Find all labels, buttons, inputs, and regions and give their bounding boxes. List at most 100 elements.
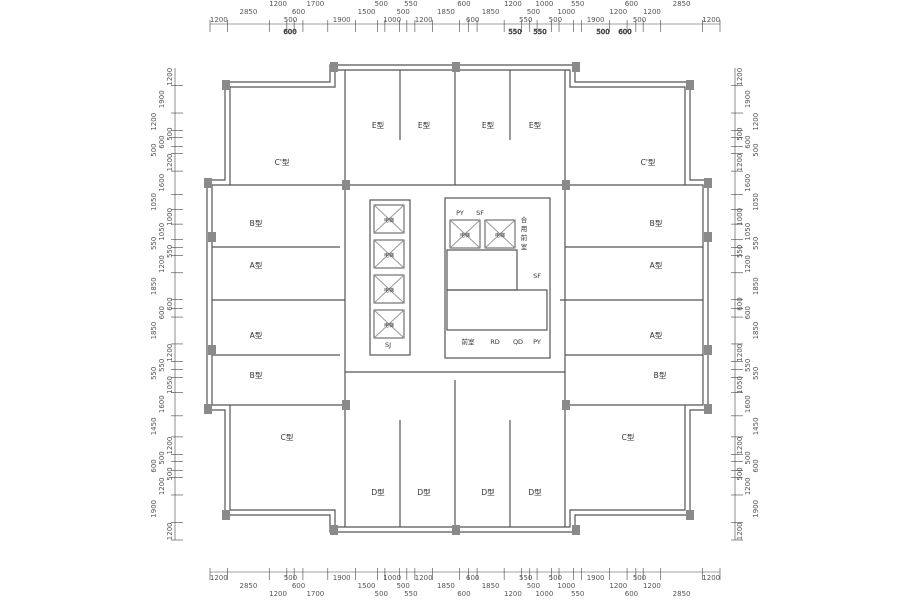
dimension-label: 500 xyxy=(375,0,388,8)
core-right xyxy=(444,197,551,359)
unit-label: A型 xyxy=(650,261,663,270)
dimension-label: 1900 xyxy=(333,16,351,24)
dimension-label: 1900 xyxy=(150,500,158,518)
dimension-label: 1450 xyxy=(752,417,760,435)
dimension-sub-label: 600 xyxy=(618,28,631,36)
unit-label: B型 xyxy=(654,371,667,380)
core-label: SF xyxy=(476,209,484,217)
unit-label: A型 xyxy=(250,261,263,270)
dimension-label: 500 xyxy=(549,574,562,582)
dimension-label: 1850 xyxy=(752,277,760,295)
dimension-label: 500 xyxy=(166,127,174,140)
dimension-label: 1850 xyxy=(482,582,500,590)
dimension-label: 1600 xyxy=(744,395,752,413)
dimension-label: 2850 xyxy=(240,8,258,16)
dimension-label: 500 xyxy=(633,16,646,24)
unit-label: D型 xyxy=(528,488,542,497)
elevator-cross xyxy=(373,204,405,234)
elevator-cross xyxy=(449,219,481,249)
dimension-label: 1600 xyxy=(158,395,166,413)
dimension-label: 600 xyxy=(752,459,760,472)
outer-wall xyxy=(206,64,709,533)
dimension-label: 600 xyxy=(158,135,166,148)
dimension-label: 1050 xyxy=(158,223,166,241)
dimension-label: 600 xyxy=(166,297,174,310)
shared-vestibule-label: 合用前室 xyxy=(520,216,528,251)
dimension-label: 1200 xyxy=(150,113,158,131)
pillar xyxy=(562,180,570,190)
dimension-label: 1200 xyxy=(702,16,720,24)
dimension-label: 600 xyxy=(744,306,752,319)
pillar xyxy=(452,62,460,72)
core-label: 前室 xyxy=(462,337,476,346)
dimension-label: 600 xyxy=(158,306,166,319)
dimension-sub-label: 550 xyxy=(508,28,521,36)
dimension-label: 1850 xyxy=(437,8,455,16)
unit-label: B型 xyxy=(250,219,263,228)
elevator-car xyxy=(373,239,405,269)
dimension-label: 1200 xyxy=(210,574,228,582)
dimension-label: 1850 xyxy=(150,322,158,340)
dimension-label: 550 xyxy=(150,367,158,380)
elevator-car xyxy=(449,219,481,249)
dimension-label: 1200 xyxy=(744,477,752,495)
core-label: QD xyxy=(513,338,523,346)
elevator-car xyxy=(373,309,405,339)
dimension-label: 1050 xyxy=(752,193,760,211)
dimension-label: 600 xyxy=(457,590,470,598)
dimension-label: 1200 xyxy=(166,437,174,455)
elevator-label: 电梯 xyxy=(495,232,505,239)
dimension-label: 1000 xyxy=(557,8,575,16)
dimension-label: 1850 xyxy=(150,277,158,295)
elevator-cross xyxy=(484,219,516,249)
dimension-label: 1050 xyxy=(166,376,174,394)
pillar xyxy=(204,404,212,414)
dimension-label: 1200 xyxy=(744,255,752,273)
dimension-label: 500 xyxy=(375,590,388,598)
dimension-label: 1200 xyxy=(736,437,744,455)
dimension-label: 1050 xyxy=(744,223,752,241)
dimension-label: 500 xyxy=(396,582,409,590)
pillar xyxy=(704,232,712,242)
dimension-label: 1000 xyxy=(383,16,401,24)
dimension-label: 1000 xyxy=(557,582,575,590)
dimension-label: 1200 xyxy=(166,68,174,86)
dimension-sub-label: 500 xyxy=(596,28,609,36)
dimension-label: 600 xyxy=(625,590,638,598)
dimension-label: 1200 xyxy=(415,574,433,582)
elevator-car xyxy=(373,204,405,234)
inner-wall xyxy=(211,69,704,528)
dimension-label: 600 xyxy=(466,16,479,24)
unit-label: B型 xyxy=(250,371,263,380)
dimension-label: 1700 xyxy=(306,0,324,8)
dimension-label: 500 xyxy=(633,574,646,582)
dimension-label: 500 xyxy=(736,127,744,140)
core-label: RD xyxy=(490,338,500,346)
unit-label: C'型 xyxy=(641,158,656,167)
dimension-label: 500 xyxy=(549,16,562,24)
dimension-label: 1200 xyxy=(166,522,174,540)
core-label: SJ xyxy=(385,341,391,349)
dimension-label: 550 xyxy=(404,0,417,8)
dimension-label: 1850 xyxy=(752,322,760,340)
core-label: PY xyxy=(533,338,541,346)
unit-label: D型 xyxy=(417,488,431,497)
dimension-label: 550 xyxy=(736,245,744,258)
dimension-label: 1200 xyxy=(269,590,287,598)
dimension-label: 600 xyxy=(150,459,158,472)
elevator-car xyxy=(373,274,405,304)
dimension-label: 550 xyxy=(158,359,166,372)
walls xyxy=(206,64,709,533)
elevator-cross xyxy=(373,239,405,269)
elevator-shaft-left xyxy=(369,199,411,356)
dimension-label: 1200 xyxy=(609,8,627,16)
dimension-sub-label: 600 xyxy=(283,28,296,36)
unit-label: C型 xyxy=(622,433,635,442)
dimension-label: 500 xyxy=(527,582,540,590)
dimension-label: 500 xyxy=(150,143,158,156)
dimension-label: 1600 xyxy=(744,174,752,192)
stair xyxy=(446,289,548,331)
dimension-label: 1900 xyxy=(587,16,605,24)
dimension-sub-label: 550 xyxy=(533,28,546,36)
